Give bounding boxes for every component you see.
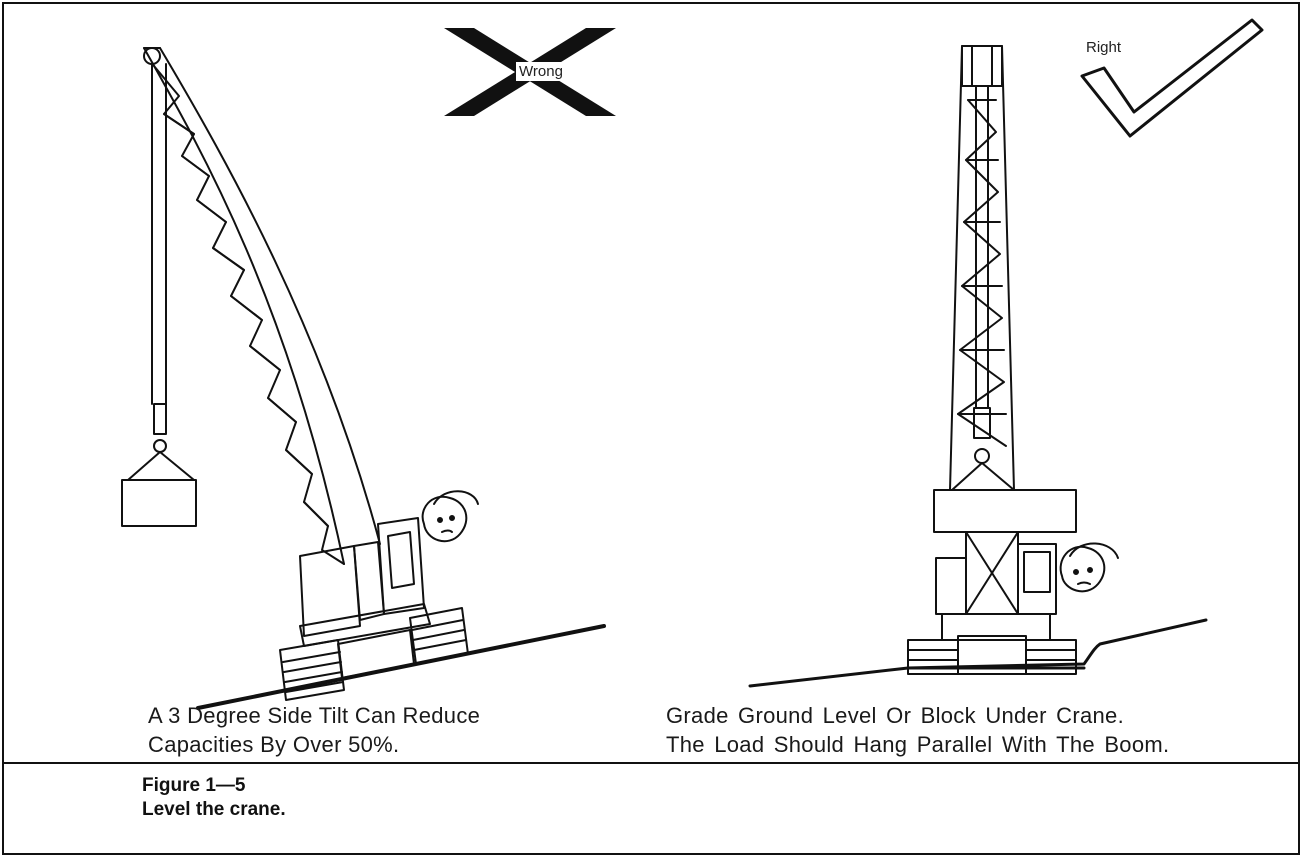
caption-left: A 3 Degree Side Tilt Can Reduce Capaciti… xyxy=(148,701,480,759)
graded-ground xyxy=(750,620,1206,686)
operator-right xyxy=(1061,543,1118,591)
illustration xyxy=(4,4,1298,760)
level-crane xyxy=(750,46,1206,686)
level-boom xyxy=(950,46,1014,490)
tilted-boom xyxy=(144,48,380,564)
caption-left-line-2: Capacities By Over 50%. xyxy=(148,730,480,759)
figure-title: Level the crane. xyxy=(142,798,286,822)
caption-right: Grade Ground Level Or Block Under Crane.… xyxy=(666,701,1169,759)
caption-left-line-1: A 3 Degree Side Tilt Can Reduce xyxy=(148,701,480,730)
right-label: Right xyxy=(1086,39,1121,56)
figure-caption: Figure 1—5 Level the crane. xyxy=(142,774,286,822)
check-mark-icon xyxy=(1082,20,1262,136)
right-track xyxy=(410,608,468,664)
caption-right-line-1: Grade Ground Level Or Block Under Crane. xyxy=(666,701,1169,730)
hanging-load xyxy=(122,64,196,526)
left-track xyxy=(280,640,344,700)
operator-left xyxy=(423,491,478,541)
tilted-cab xyxy=(300,518,424,636)
level-cab xyxy=(934,490,1076,614)
tilted-crane xyxy=(122,48,604,708)
figure-number: Figure 1—5 xyxy=(142,774,286,798)
caption-divider xyxy=(4,762,1298,764)
caption-right-line-2: The Load Should Hang Parallel With The B… xyxy=(666,730,1169,759)
wrong-label: Wrong xyxy=(516,62,566,81)
